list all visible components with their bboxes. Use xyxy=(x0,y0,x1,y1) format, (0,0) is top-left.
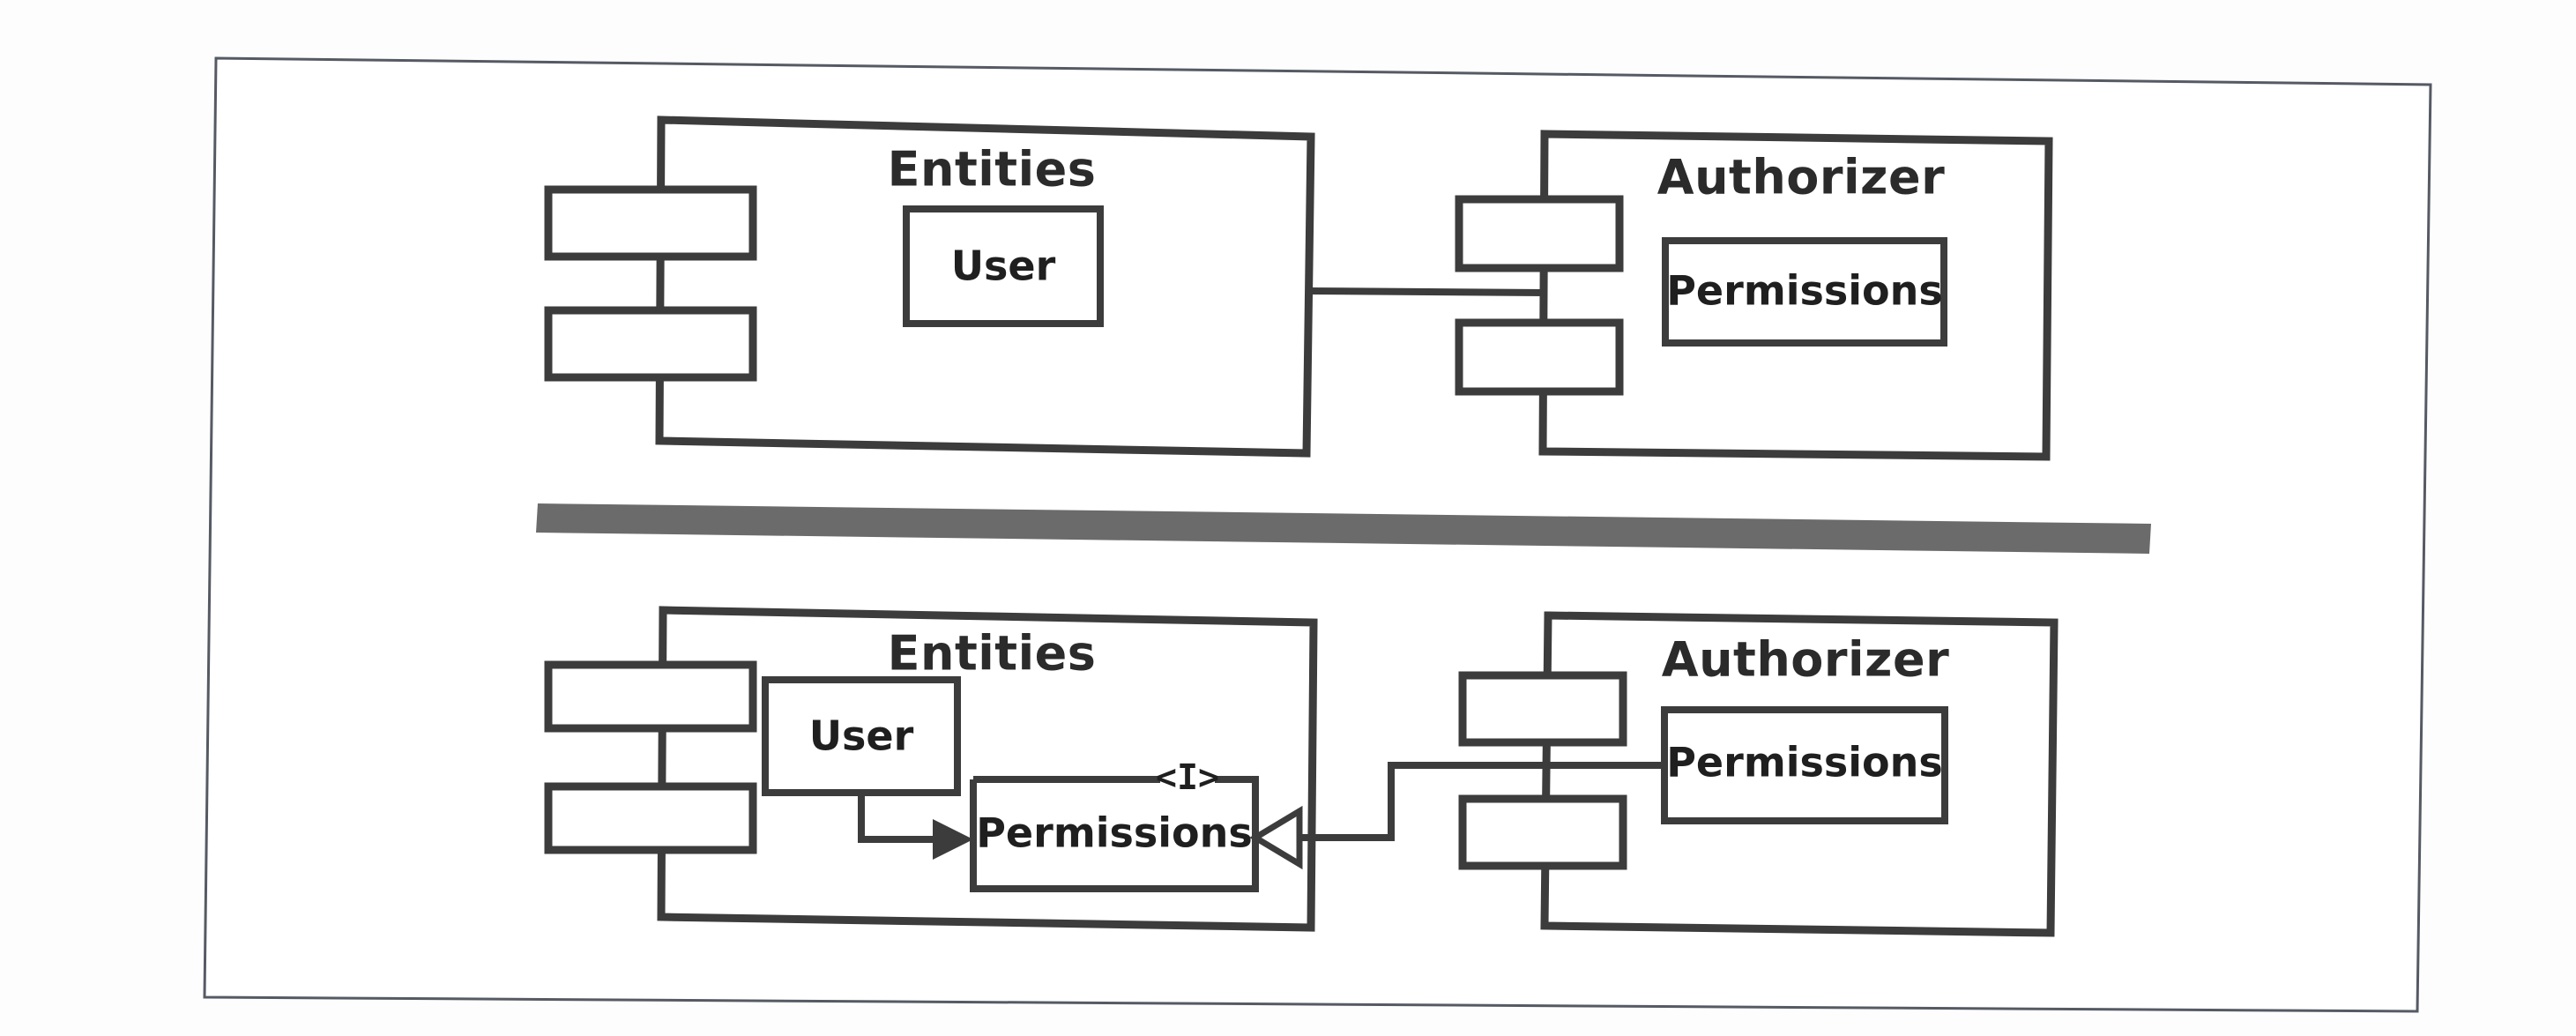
connector-entities-authorizer-top[interactable] xyxy=(1307,287,1545,296)
component-entities-bottom-title: Entities xyxy=(888,626,1097,682)
class-user-bottom-label: User xyxy=(809,712,914,760)
component-authorizer-top-tab-1 xyxy=(1455,195,1624,272)
component-entities-bottom-tab-2 xyxy=(544,782,757,854)
class-user-top-label: User xyxy=(951,242,1056,290)
class-permissions-bottom-authorizer-label: Permissions xyxy=(1666,739,1943,786)
section-divider-bar xyxy=(536,503,2151,554)
component-entities-bottom-tab-1 xyxy=(544,660,757,733)
class-permissions-top-label: Permissions xyxy=(1666,267,1943,315)
class-user-top-box[interactable] xyxy=(903,205,1104,327)
component-authorizer-top-title: Authorizer xyxy=(1657,150,1945,205)
component-authorizer-bottom-tab-2 xyxy=(1458,794,1627,870)
interface-marker-icon: <I> xyxy=(1156,757,1219,798)
component-entities-top-title: Entities xyxy=(888,142,1097,198)
connector-user-to-permissions[interactable] xyxy=(858,793,934,843)
class-permissions-bottom-entities-label: Permissions xyxy=(976,809,1253,857)
arrowhead-realization-hollow-triangle xyxy=(1249,805,1303,870)
panel-top: Entities User Authorizer Permissions xyxy=(544,116,2053,461)
component-entities-top-tab-2 xyxy=(544,306,757,382)
class-permissions-bottom-authorizer-box[interactable] xyxy=(1661,706,1948,824)
component-entities-top-tab-1 xyxy=(544,185,757,261)
component-authorizer-bottom-tab-1 xyxy=(1458,671,1627,747)
arrowhead-user-to-permissions xyxy=(933,819,973,860)
class-permissions-bottom-entities-box[interactable] xyxy=(970,776,1259,892)
connector-authorizer-permissions-realization[interactable] xyxy=(1298,762,1664,841)
panel-bottom: Entities User <I> Permissions Authorizer xyxy=(544,606,2059,937)
component-authorizer-top-tab-2 xyxy=(1455,318,1624,396)
component-authorizer-bottom-title: Authorizer xyxy=(1662,632,1949,688)
class-permissions-top-box[interactable] xyxy=(1662,237,1947,347)
